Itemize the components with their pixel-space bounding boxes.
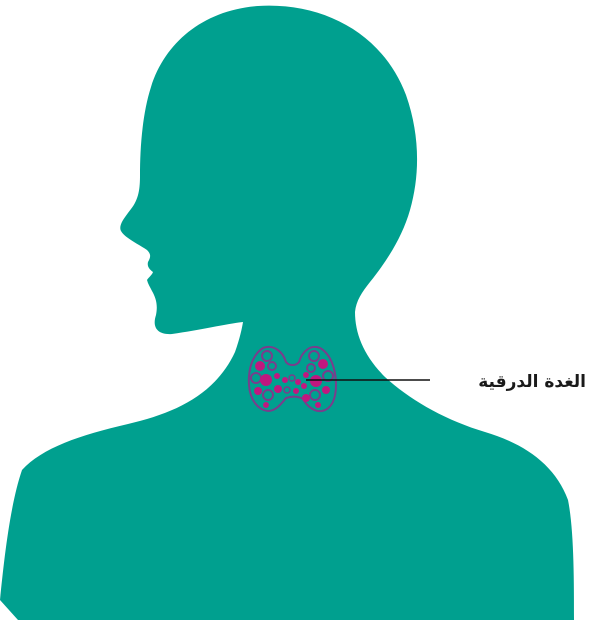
silhouette-icon [0, 6, 574, 620]
thyroid-label: الغدة الدرقية [440, 371, 586, 393]
